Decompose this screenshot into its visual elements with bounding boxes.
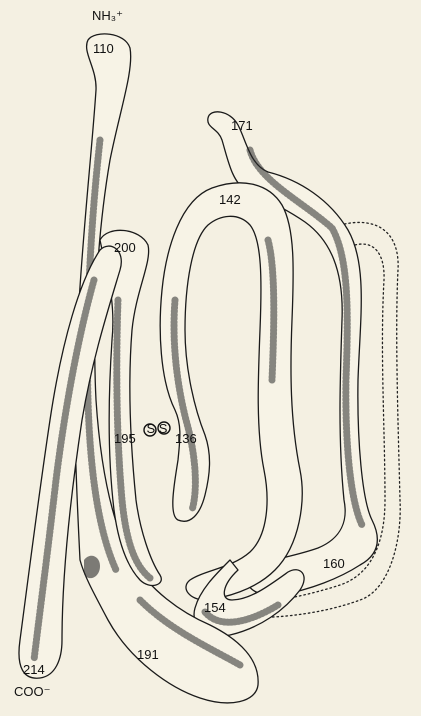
residue-171-label: 171 xyxy=(231,118,253,133)
residue-214-label: 214 xyxy=(23,662,45,677)
disulfide-label: S S xyxy=(147,421,168,436)
residue-142-label: 142 xyxy=(219,192,241,207)
c-terminus-label: COO⁻ xyxy=(14,684,50,699)
residue-160-label: 160 xyxy=(323,556,345,571)
residue-110-label: 110 xyxy=(93,41,114,56)
residue-136-label: 136 xyxy=(175,431,197,446)
n-terminus-label: NH₃⁺ xyxy=(92,8,123,23)
residue-195-label: 195 xyxy=(114,431,136,446)
residue-154-label: 154 xyxy=(204,600,226,615)
residue-191-label: 191 xyxy=(137,647,159,662)
disulfide-bond: S S xyxy=(144,421,170,436)
residue-200-label: 200 xyxy=(114,240,136,255)
